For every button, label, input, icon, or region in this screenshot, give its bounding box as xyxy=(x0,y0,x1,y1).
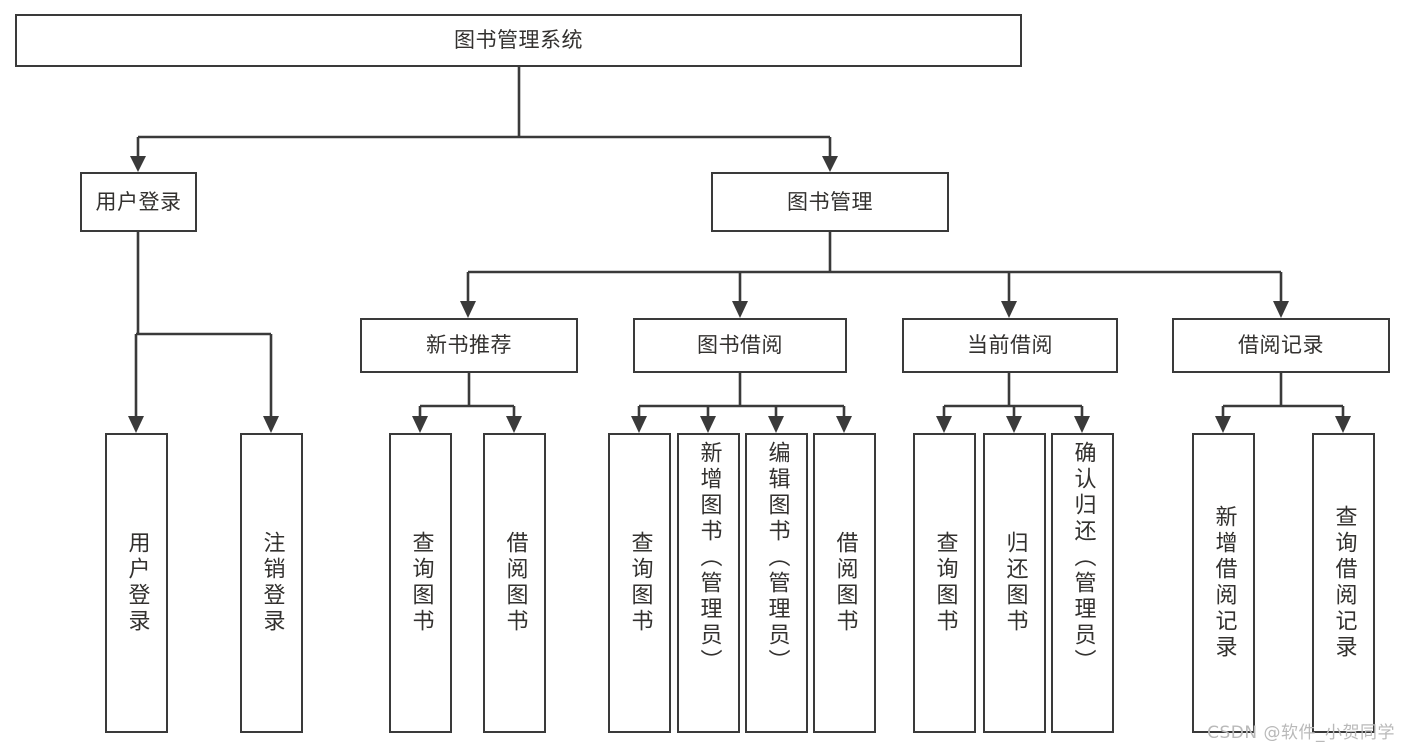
node-label: 归还图书 xyxy=(1002,531,1028,635)
node-label: 借阅图书 xyxy=(502,531,528,635)
node-label: 查询图书 xyxy=(932,531,958,635)
node-label: 新书推荐 xyxy=(426,333,512,358)
node-label: 查询借阅记录 xyxy=(1331,505,1357,661)
node-label: 查询图书 xyxy=(408,531,434,635)
leaf-user-login-login[interactable]: 用户登录 xyxy=(105,433,168,733)
arrow-user-login-2 xyxy=(263,416,279,433)
leaf-book-borrow-add[interactable]: 新增图书（管理员） xyxy=(677,433,740,733)
arrow-current-borrow-2 xyxy=(1006,416,1022,433)
leaf-new-book-borrow[interactable]: 借阅图书 xyxy=(483,433,546,733)
leaf-borrow-record-add[interactable]: 新增借阅记录 xyxy=(1192,433,1255,733)
node-label: 图书借阅 xyxy=(697,333,783,358)
arrow-to-book-borrow xyxy=(732,301,748,318)
leaf-borrow-record-query[interactable]: 查询借阅记录 xyxy=(1312,433,1375,733)
node-label: 用户登录 xyxy=(124,531,150,635)
node-label: 查询图书 xyxy=(627,531,653,635)
node-label: 图书管理 xyxy=(787,189,873,214)
node-borrow-record[interactable]: 借阅记录 xyxy=(1172,318,1390,373)
node-label: 借阅记录 xyxy=(1238,333,1324,358)
node-current-borrow[interactable]: 当前借阅 xyxy=(902,318,1118,373)
node-label: 新增借阅记录 xyxy=(1211,505,1237,661)
node-label: 编辑图书（管理员） xyxy=(764,441,790,675)
arrow-book-borrow-1 xyxy=(631,416,647,433)
node-label: 新增图书（管理员） xyxy=(696,441,722,675)
arrow-current-borrow-3 xyxy=(1074,416,1090,433)
node-new-book-recommend[interactable]: 新书推荐 xyxy=(360,318,578,373)
node-root-system[interactable]: 图书管理系统 xyxy=(15,14,1022,67)
node-label: 当前借阅 xyxy=(967,333,1053,358)
arrow-borrow-record-2 xyxy=(1335,416,1351,433)
node-label: 借阅图书 xyxy=(832,531,858,635)
node-label: 图书管理系统 xyxy=(454,28,583,53)
node-book-borrow[interactable]: 图书借阅 xyxy=(633,318,847,373)
arrow-to-borrow-record xyxy=(1273,301,1289,318)
arrow-to-new-book xyxy=(460,301,476,318)
node-label: 用户登录 xyxy=(95,189,182,214)
arrow-book-borrow-2 xyxy=(700,416,716,433)
leaf-book-borrow-query[interactable]: 查询图书 xyxy=(608,433,671,733)
leaf-book-borrow-edit[interactable]: 编辑图书（管理员） xyxy=(745,433,808,733)
arrow-new-book-1 xyxy=(412,416,428,433)
arrow-user-login-1 xyxy=(128,416,144,433)
arrow-book-borrow-4 xyxy=(836,416,852,433)
leaf-current-borrow-return[interactable]: 归还图书 xyxy=(983,433,1046,733)
node-label: 注销登录 xyxy=(259,531,285,635)
arrow-to-user-login xyxy=(130,156,146,172)
arrow-borrow-record-1 xyxy=(1215,416,1231,433)
leaf-user-login-logout[interactable]: 注销登录 xyxy=(240,433,303,733)
arrow-book-borrow-3 xyxy=(768,416,784,433)
node-book-management[interactable]: 图书管理 xyxy=(711,172,949,232)
arrow-current-borrow-1 xyxy=(936,416,952,433)
arrow-to-current-borrow xyxy=(1001,301,1017,318)
leaf-new-book-query[interactable]: 查询图书 xyxy=(389,433,452,733)
leaf-current-borrow-confirm[interactable]: 确认归还（管理员） xyxy=(1051,433,1114,733)
csdn-watermark: CSDN @软件_小贺同学 xyxy=(1207,723,1395,743)
arrow-new-book-2 xyxy=(506,416,522,433)
leaf-book-borrow-borrow[interactable]: 借阅图书 xyxy=(813,433,876,733)
arrow-to-book-manage xyxy=(822,156,838,172)
node-user-login[interactable]: 用户登录 xyxy=(80,172,197,232)
leaf-current-borrow-query[interactable]: 查询图书 xyxy=(913,433,976,733)
node-label: 确认归还（管理员） xyxy=(1070,441,1096,675)
